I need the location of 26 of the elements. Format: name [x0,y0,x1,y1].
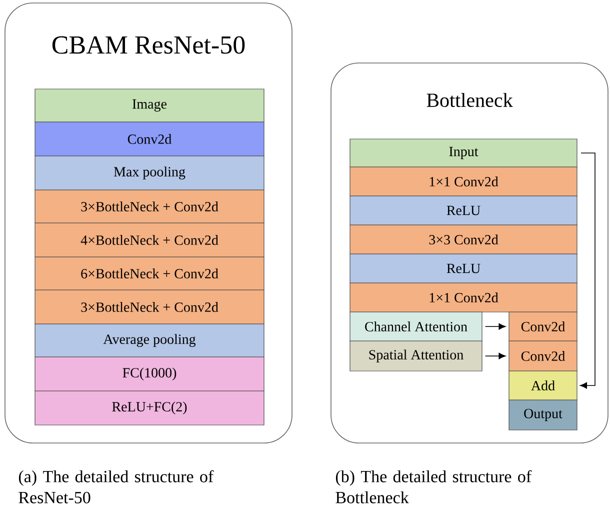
layer-box: Conv2d [34,122,264,156]
layer-box: 1×1 Conv2d [350,166,578,196]
layer-box: Output [508,400,578,430]
arrow [484,323,506,330]
layer-box: Average pooling [34,324,264,358]
layer-box: Channel Attention [350,312,482,342]
layer-box: 3×BottleNeck + Conv2d [34,190,264,224]
layer-box: Conv2d [508,340,578,372]
layer-box: ReLU+FC(2) [34,390,264,426]
arrow [580,152,596,389]
caption: (b) The detailed structure of Bottleneck [336,470,532,504]
caption: (a) The detailed structure of ResNet-50 [18,470,214,504]
layer-box: FC(1000) [34,356,264,392]
layer-box: ReLU [350,254,578,284]
layer-box: Add [508,370,578,400]
layer-box: 3×3 Conv2d [350,224,578,254]
layer-box: Max pooling [34,156,264,190]
layer-box: 6×BottleNeck + Conv2d [34,256,264,290]
layer-box: Conv2d [508,312,578,342]
layer-box: 3×BottleNeck + Conv2d [34,290,264,324]
layer-box: ReLU [350,196,578,226]
layer-box: Image [34,88,264,122]
layer-box: 4×BottleNeck + Conv2d [34,222,264,258]
layer-box: Input [350,138,578,168]
layer-box: Spatial Attention [350,340,482,372]
arrow [484,352,506,360]
